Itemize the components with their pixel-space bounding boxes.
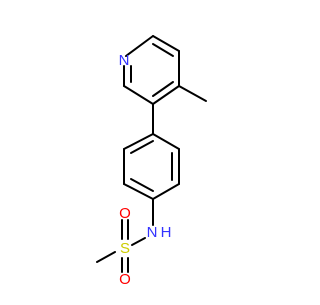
benzene-ring [123,133,180,200]
atom-label-sulfur: S [120,240,130,257]
atom-label-h-amide: H [161,224,172,241]
atom-label-oxygen-top: O [119,205,131,222]
methyl-bond [178,85,207,102]
bond-b1-b2 [152,133,180,150]
bond-b6-b1 [123,133,154,150]
double-bond-b6-b1 [130,140,154,154]
pyridine-ring [123,35,180,105]
double-bond-c4-c5 [152,81,174,97]
bond-n-c2 [125,35,154,57]
bond-c2-c3 [152,35,180,52]
structure-canvas: N N H S O O [96,35,207,288]
bond-c5-c6 [123,85,154,105]
bond-s-methyl [96,251,116,263]
double-bond-b4-b5 [130,178,154,192]
bond-c4-c5 [152,85,180,105]
double-bond-c2-c3 [152,43,174,57]
atom-label-n-amide: N [147,224,158,241]
atom-label-n-pyridine: N [119,52,130,69]
molecule-diagram: N N H S O O [96,35,207,288]
bond-b3-b4 [152,183,180,200]
bond-n-s [131,237,146,246]
bond-b4-b5 [123,183,154,200]
atom-label-oxygen-bottom: O [119,271,131,288]
